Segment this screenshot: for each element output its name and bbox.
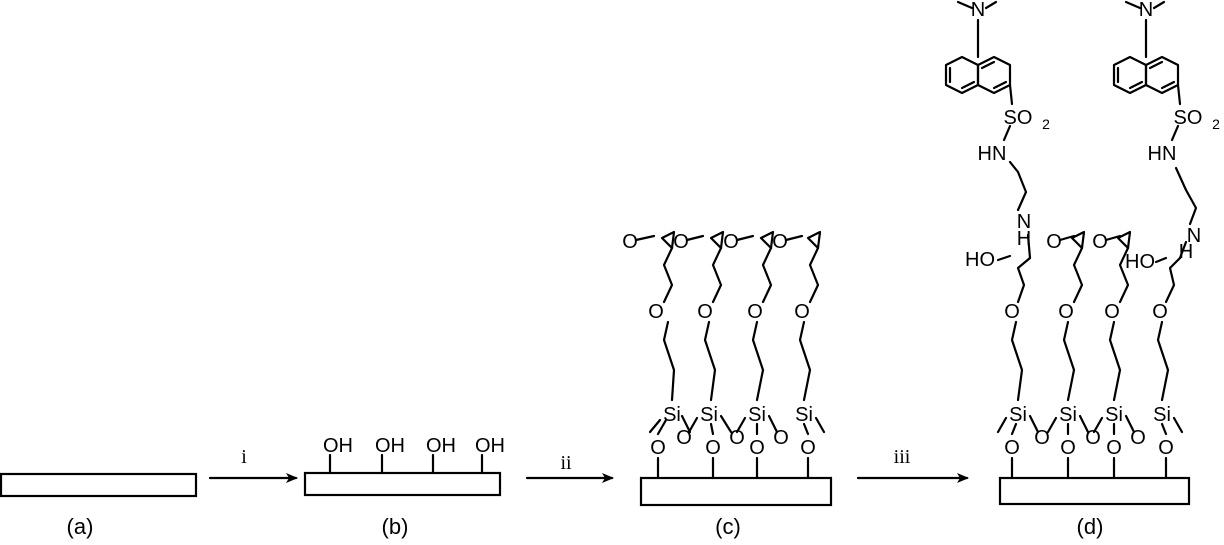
- epoxysilane-chain: O Si O O: [673, 230, 733, 480]
- bridging-oxygen: O: [1085, 427, 1101, 449]
- substrate-d: [998, 476, 1191, 506]
- svg-text:O: O: [1092, 231, 1108, 253]
- svg-text:N: N: [1017, 211, 1031, 233]
- bridging-oxygen: O: [729, 427, 745, 449]
- svg-text:O: O: [1152, 301, 1168, 323]
- svg-text:HN: HN: [1148, 143, 1177, 165]
- silane-anchor: O Si O O: [1046, 230, 1090, 480]
- silane-anchor: O Si O: [996, 301, 1040, 480]
- svg-text:O: O: [697, 301, 713, 323]
- svg-text:O: O: [1060, 437, 1076, 459]
- panel-d: (d) O Si O O O Si O O O: [944, 0, 1220, 539]
- epoxysilane-chain: O Si O O: [723, 230, 779, 480]
- arrow-iii-label: iii: [894, 446, 911, 468]
- hydroxyl-label: OH: [375, 435, 405, 457]
- svg-text:O: O: [749, 437, 765, 459]
- svg-text:2: 2: [1042, 116, 1050, 132]
- hydroxyl-label: OH: [426, 435, 456, 457]
- svg-text:O: O: [747, 301, 763, 323]
- dansyl-arm: HO N H HN SO 2 N: [944, 0, 1050, 304]
- hydroxyl-group: OH: [375, 435, 405, 475]
- silane-anchor: O Si O O: [1092, 230, 1136, 480]
- epoxysilane-chain: O Si O O: [772, 230, 826, 480]
- svg-text:Si: Si: [1059, 404, 1077, 426]
- hydroxyl-group: OH: [323, 435, 353, 475]
- svg-text:N: N: [971, 0, 985, 21]
- svg-text:O: O: [650, 437, 666, 459]
- hydroxyl-label: OH: [475, 435, 505, 457]
- svg-text:Si: Si: [700, 404, 718, 426]
- svg-text:O: O: [673, 231, 689, 253]
- svg-text:O: O: [1058, 301, 1074, 323]
- svg-text:SO: SO: [1174, 107, 1203, 129]
- epoxysilane-chain: O Si O O: [622, 230, 692, 480]
- arrow-iii: iii: [856, 446, 969, 483]
- svg-text:O: O: [794, 301, 810, 323]
- svg-text:Si: Si: [1105, 404, 1123, 426]
- svg-text:Si: Si: [748, 404, 766, 426]
- svg-text:SO: SO: [1004, 107, 1033, 129]
- hydroxyl-group: OH: [426, 435, 456, 475]
- arrow-i: i: [208, 446, 298, 483]
- panel-label-a: (a): [67, 514, 94, 539]
- substrate-c: [639, 476, 833, 507]
- svg-text:O: O: [772, 231, 788, 253]
- bridging-oxygen: O: [773, 427, 789, 449]
- arrow-i-label: i: [241, 446, 247, 468]
- svg-text:Si: Si: [663, 404, 681, 426]
- substrate-b: [303, 471, 502, 497]
- svg-text:H: H: [1179, 241, 1193, 263]
- silane-anchor: O Si O: [1152, 301, 1184, 480]
- svg-text:HN: HN: [978, 143, 1007, 165]
- panel-label-b: (b): [382, 514, 409, 539]
- svg-text:O: O: [1106, 437, 1122, 459]
- dansyl-arm: HO N H HN SO 2 N: [1112, 0, 1220, 304]
- svg-text:O: O: [1046, 231, 1062, 253]
- svg-text:H: H: [1017, 228, 1031, 250]
- arrow-ii-label: ii: [560, 452, 572, 474]
- svg-text:Si: Si: [1009, 404, 1027, 426]
- bridging-oxygen: O: [676, 427, 692, 449]
- svg-text:O: O: [1004, 437, 1020, 459]
- svg-text:N: N: [1139, 0, 1153, 21]
- svg-text:O: O: [705, 437, 721, 459]
- panel-a: (a): [0, 472, 198, 539]
- svg-text:Si: Si: [1153, 404, 1171, 426]
- svg-text:O: O: [622, 231, 638, 253]
- panel-b: OH OH OH OH (b): [303, 435, 505, 539]
- svg-text:N: N: [1187, 225, 1201, 247]
- bridging-oxygen: O: [1130, 427, 1146, 449]
- panel-c: (c) O Si O O O O Si O: [622, 230, 833, 539]
- svg-text:O: O: [723, 231, 739, 253]
- svg-text:O: O: [648, 301, 664, 323]
- substrate-a: [0, 472, 198, 498]
- svg-text:2: 2: [1212, 116, 1220, 132]
- svg-text:HO: HO: [1125, 251, 1155, 273]
- svg-text:O: O: [1004, 301, 1020, 323]
- svg-text:O: O: [1158, 437, 1174, 459]
- panel-label-d: (d): [1077, 514, 1104, 539]
- svg-text:O: O: [800, 437, 816, 459]
- hydroxyl-label: OH: [323, 435, 353, 457]
- panel-label-c: (c): [715, 514, 741, 539]
- bridging-oxygen: O: [1034, 427, 1050, 449]
- svg-text:O: O: [1104, 301, 1120, 323]
- hydroxyl-group: OH: [475, 435, 505, 475]
- arrow-ii: ii: [525, 452, 614, 483]
- svg-text:HO: HO: [965, 249, 995, 271]
- svg-text:Si: Si: [795, 404, 813, 426]
